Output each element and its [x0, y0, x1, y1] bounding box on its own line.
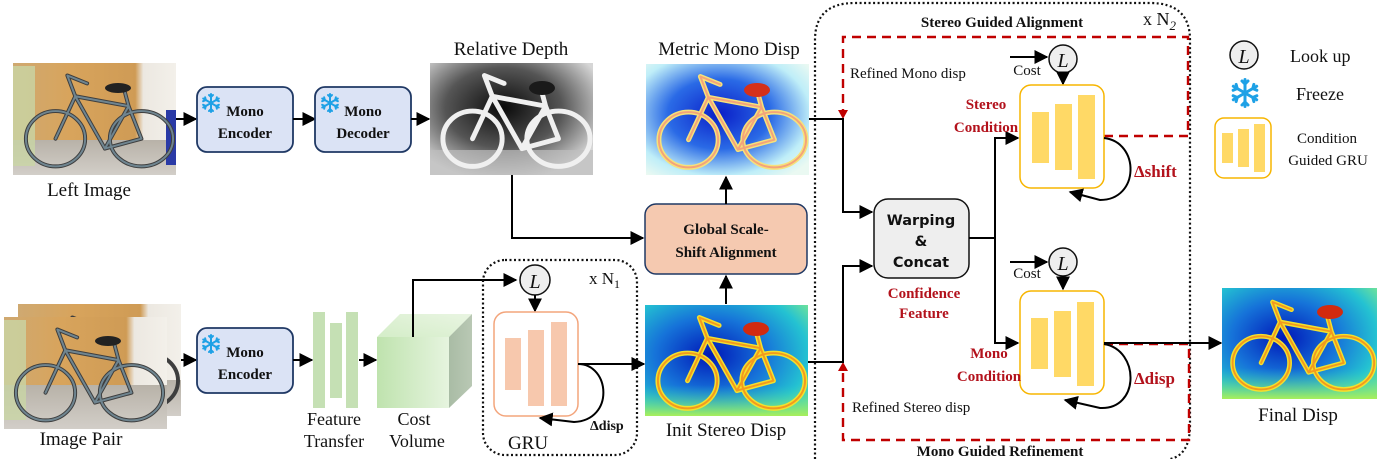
warping-line3: Concat: [893, 255, 949, 271]
stereo-condition-gru: [1019, 84, 1105, 189]
metric-mono-disp-image: [646, 64, 809, 175]
delta-disp-label: Δdisp: [1134, 369, 1175, 388]
legend-cond-gru-line1: Condition: [1297, 131, 1358, 147]
mono-condition-line2: Condition: [957, 369, 1022, 385]
legend: L Look up Freeze Condition Guided GRU: [1214, 40, 1368, 179]
refined-stereo-disp-label: Refined Stereo disp: [852, 400, 970, 416]
image-pair-label: Image Pair: [40, 429, 124, 450]
gru-block: [493, 311, 579, 417]
cost-bottom-label: Cost: [1013, 266, 1041, 282]
final-disp-image: [1222, 288, 1377, 399]
legend-condition-gru: Condition Guided GRU: [1214, 117, 1368, 179]
arrow-to-stereo-cond-gru: [994, 131, 1020, 238]
init-stereo-disp-image: [645, 305, 808, 416]
n1-text: x N: [589, 269, 614, 288]
init-stereo-disp-label: Init Stereo Disp: [666, 420, 786, 441]
cost-top-label: Cost: [1013, 63, 1041, 79]
arrow-to-mono-cond-gru: [994, 238, 1020, 350]
arrow-cost-to-lookup: [412, 273, 518, 337]
delta-disp-inner: Δdisp: [590, 419, 624, 434]
metric-mono-disp-label: Metric Mono Disp: [658, 39, 799, 60]
n2-subscript: 2: [1170, 18, 1177, 33]
arrow-depth-to-alignment: [511, 175, 645, 245]
lookup-icon: L: [1056, 253, 1068, 275]
relative-depth-label: Relative Depth: [454, 39, 569, 60]
left-image: [13, 63, 176, 175]
red-arrow-head: [838, 362, 848, 371]
n1-subscript: 1: [614, 277, 620, 291]
stereo-condition-line2: Condition: [954, 120, 1019, 136]
delta-disp-loop-arrow: [1063, 343, 1132, 410]
mono-encoder-bottom-line2: Encoder: [218, 367, 273, 383]
relative-depth-image: [430, 63, 593, 175]
legend-lookup: L Look up: [1229, 40, 1351, 70]
n1-label: x N1: [589, 269, 620, 291]
legend-cond-gru-line2: Guided GRU: [1288, 153, 1368, 169]
mono-decoder-line1: Mono: [344, 104, 382, 120]
mono-decoder: Mono Decoder: [314, 86, 412, 153]
lookup-icon: L: [528, 271, 540, 293]
n2-label: x N2: [1143, 9, 1177, 33]
alignment-line1: Global Scale-: [683, 222, 768, 238]
legend-freeze: Freeze: [1231, 78, 1344, 108]
mono-condition-line1: Mono: [970, 346, 1008, 362]
refinement-loop-boundary: [813, 1, 1192, 459]
refined-mono-disp-loop: [841, 35, 1190, 138]
warping-concat-block: Warping & Concat: [873, 198, 970, 279]
final-disp-label: Final Disp: [1258, 405, 1338, 426]
left-image-label: Left Image: [47, 180, 131, 201]
mono-decoder-line2: Decoder: [336, 126, 390, 142]
lookup-node-n1: L: [519, 264, 551, 296]
mono-encoder-top-line1: Mono: [226, 104, 264, 120]
refined-stereo-disp-loop: [841, 342, 1191, 442]
lookup-icon: L: [1056, 50, 1068, 72]
mono-encoder-top: Mono Encoder: [196, 86, 294, 153]
arrow-mono-to-warping: [809, 118, 874, 219]
warping-line2: &: [915, 234, 928, 250]
legend-lookup-label: Look up: [1290, 46, 1351, 66]
mono-encoder-bottom-line1: Mono: [226, 345, 264, 361]
left-image-pair: [4, 317, 167, 429]
delta-shift-label: Δshift: [1134, 162, 1177, 181]
cost-volume: [377, 314, 472, 408]
lookup-node-top: L: [1048, 44, 1078, 74]
global-scale-shift-alignment: Global Scale- Shift Alignment: [644, 203, 808, 275]
confidence-feature-line2: Feature: [899, 306, 949, 322]
gru-loop-arrow: [538, 363, 605, 427]
cost-volume-line1: Cost: [397, 409, 430, 429]
alignment-line2: Shift Alignment: [675, 245, 776, 261]
lookup-node-bottom: L: [1048, 247, 1078, 277]
stereo-guided-alignment-title: Stereo Guided Alignment: [921, 15, 1083, 31]
mono-guided-refinement-title: Mono Guided Refinement: [917, 444, 1084, 459]
feature-transfer: [313, 312, 358, 408]
confidence-feature-line1: Confidence: [888, 286, 961, 302]
legend-freeze-label: Freeze: [1296, 84, 1344, 104]
n2-text: x N: [1143, 9, 1170, 29]
cost-volume-line2: Volume: [389, 431, 445, 451]
image-pair: [4, 304, 181, 429]
mono-condition-gru: [1019, 290, 1105, 395]
lookup-icon: L: [1237, 46, 1249, 68]
mono-encoder-bottom: Mono Encoder: [196, 327, 294, 394]
delta-shift-loop-arrow: [1068, 137, 1132, 203]
feature-transfer-line1: Feature: [307, 409, 361, 429]
refined-mono-disp-label: Refined Mono disp: [850, 66, 966, 82]
gru-label: GRU: [508, 433, 548, 454]
mono-encoder-top-line2: Encoder: [218, 126, 273, 142]
gru-loop-boundary: [481, 258, 639, 457]
feature-transfer-line2: Transfer: [304, 431, 364, 451]
red-arrow-head: [838, 110, 848, 119]
freeze-icon: [1231, 78, 1259, 108]
arrow-stereo-to-warping: [808, 259, 874, 363]
warping-line1: Warping: [887, 213, 955, 229]
stereo-condition-line1: Stereo: [966, 97, 1007, 113]
